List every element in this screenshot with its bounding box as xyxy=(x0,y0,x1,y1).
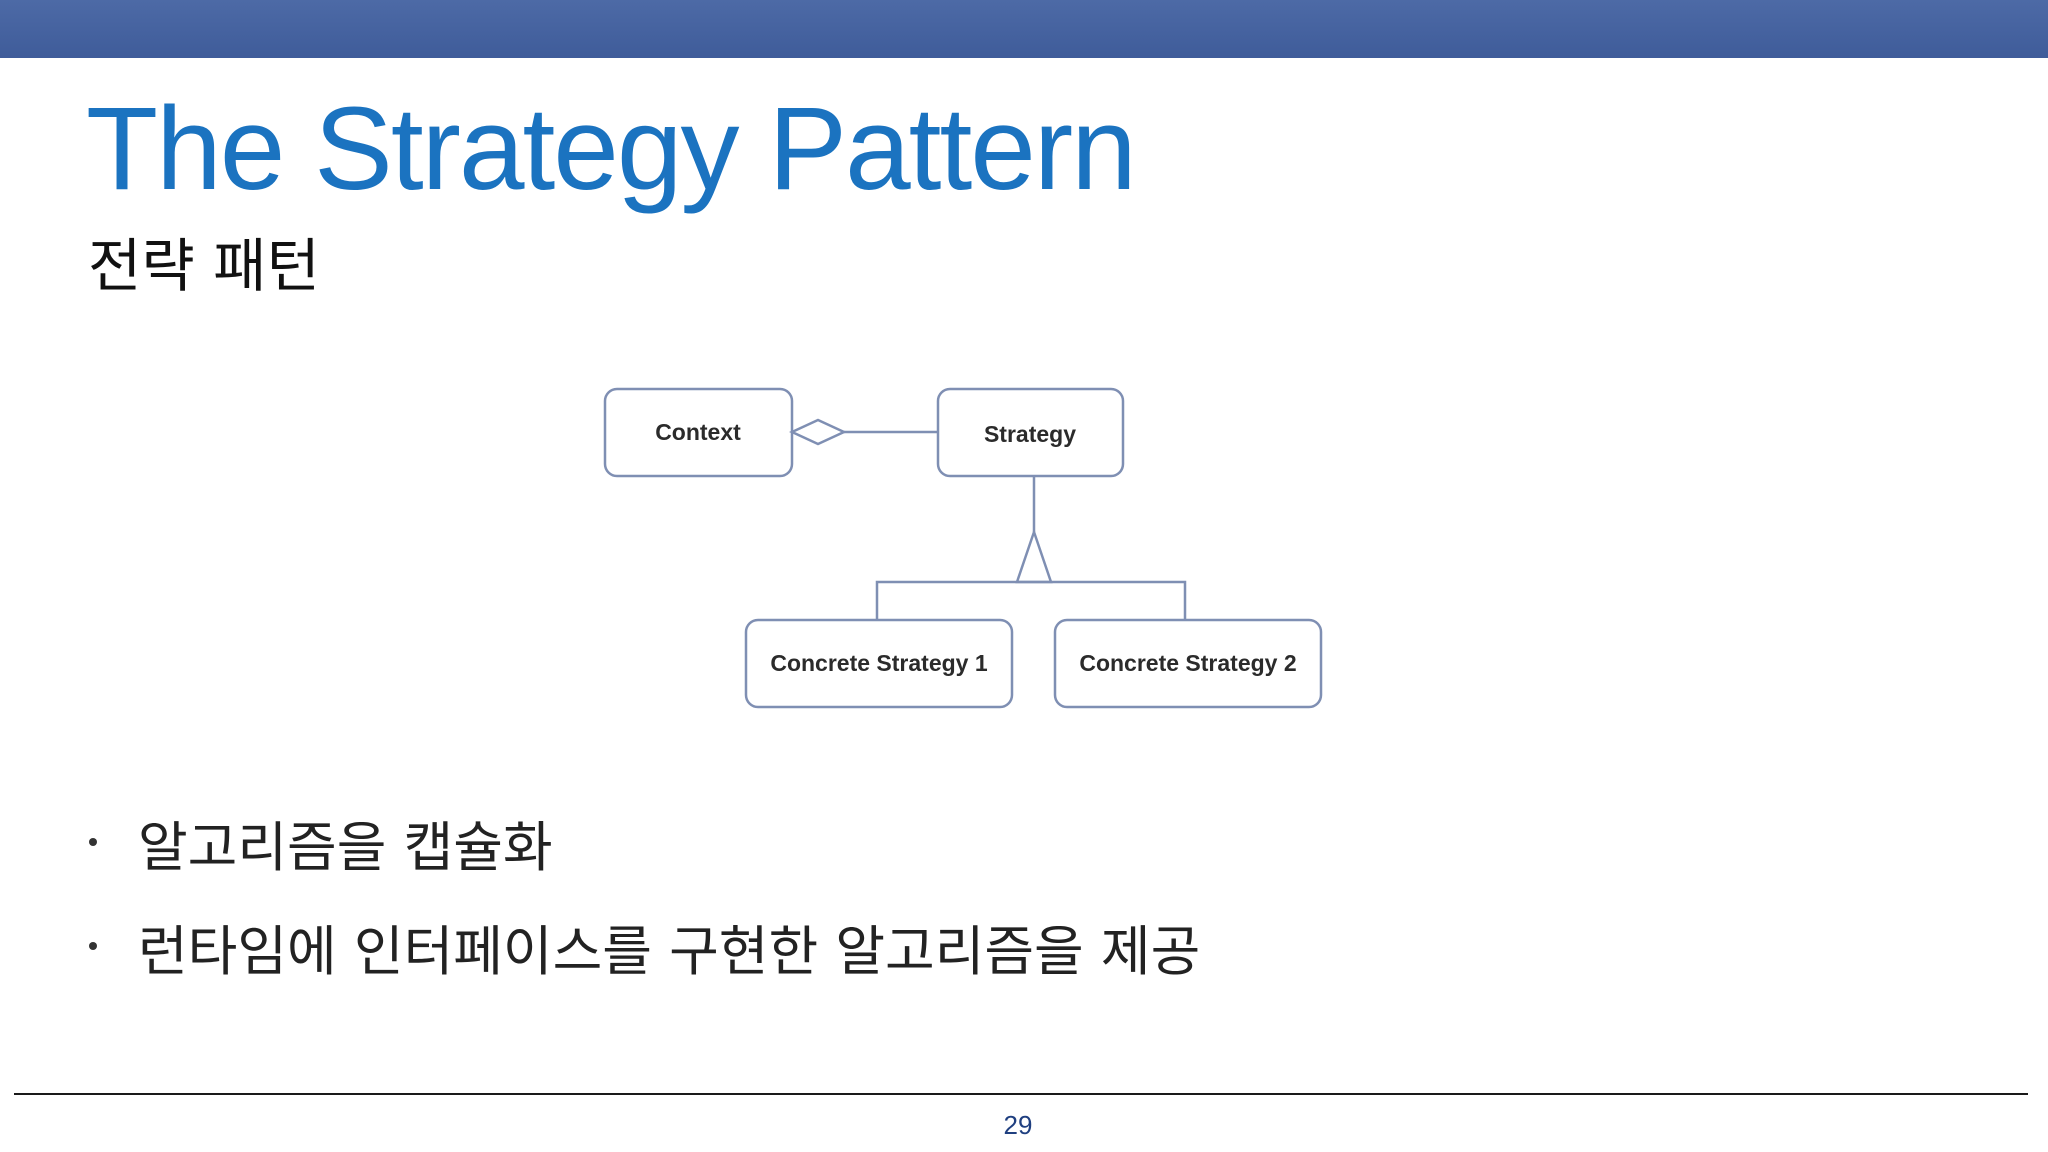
slide-title: The Strategy Pattern xyxy=(86,83,1137,215)
aggregation-diamond xyxy=(789,418,847,446)
strategy-label: Strategy xyxy=(984,421,1076,447)
context-box: Context xyxy=(603,387,794,478)
context-label: Context xyxy=(655,419,741,445)
top-bar xyxy=(0,0,2048,58)
uml-diagram: Context Strategy Concrete Strategy 1 xyxy=(590,375,1350,725)
page-number: 29 xyxy=(1003,1110,1033,1140)
slide-subtitle: 전략 패턴 xyxy=(88,232,320,300)
bullet-dot-icon xyxy=(89,942,97,950)
concrete-strategy-2-label: Concrete Strategy 2 xyxy=(1079,650,1296,676)
strategy-box: Strategy xyxy=(936,387,1125,478)
bullet-dot-icon xyxy=(89,838,97,846)
concrete-strategy-1-label: Concrete Strategy 1 xyxy=(770,650,988,676)
footer-divider xyxy=(14,1093,2028,1095)
concrete-strategy-2-box: Concrete Strategy 2 xyxy=(1053,618,1323,709)
concrete-strategy-1-box: Concrete Strategy 1 xyxy=(744,618,1014,709)
inheritance-triangle xyxy=(1015,528,1053,584)
inheritance-branch xyxy=(875,580,1187,620)
bullet-text: 알고리즘을 캡슐화 xyxy=(138,815,553,879)
bullet-item: 알고리즘을 캡슐화 xyxy=(86,790,1200,894)
bullet-item: 런타임에 인터페이스를 구현한 알고리즘을 제공 xyxy=(86,894,1200,998)
bullet-text: 런타임에 인터페이스를 구현한 알고리즘을 제공 xyxy=(138,919,1201,983)
bullet-list: 알고리즘을 캡슐화 런타임에 인터페이스를 구현한 알고리즘을 제공 xyxy=(86,790,1200,998)
